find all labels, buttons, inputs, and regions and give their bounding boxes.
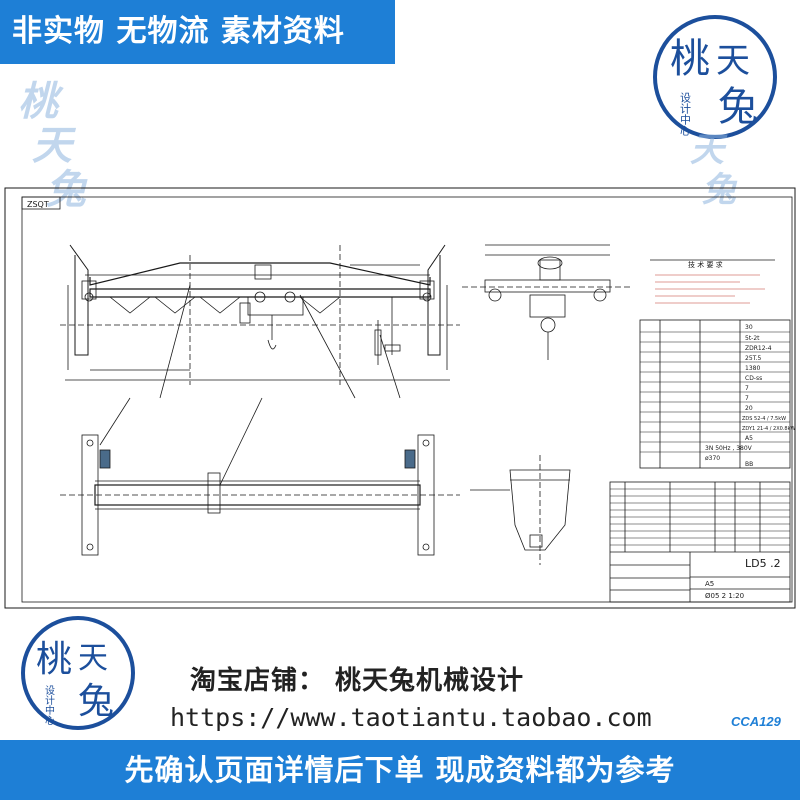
logo-side-char: 兔 bbox=[718, 84, 758, 130]
corner-code: ZSQT bbox=[27, 200, 49, 209]
table-value: 25T.5 bbox=[745, 355, 761, 362]
table-value: 5t-2t bbox=[745, 335, 760, 342]
watermark-left: 桃 天 兔 bbox=[18, 78, 86, 213]
spec-label: A5 bbox=[705, 580, 714, 588]
table-value: ZDY1 21-4 / 2X0.8kW bbox=[742, 426, 795, 432]
svg-text:天: 天 bbox=[78, 641, 108, 676]
table-value: BB bbox=[745, 461, 753, 468]
svg-text:天: 天 bbox=[716, 41, 750, 81]
svg-text:桃: 桃 bbox=[36, 639, 72, 680]
crane-drawing: ZSQT 技 术 要 求 30 5t-2t ZDR12-4 25T.5 1380… bbox=[4, 187, 796, 609]
title-block-code: LD5 .2 bbox=[745, 557, 781, 570]
bottom-banner: 先确认页面详情后下单 现成资料都为参考 bbox=[0, 740, 800, 800]
corner-code-box bbox=[21, 196, 61, 210]
logo-main-char: 桃 bbox=[670, 36, 710, 82]
top-banner: 非实物 无物流 素材资料 bbox=[0, 0, 395, 64]
table-value: CD-ss bbox=[745, 375, 762, 382]
table-value: 20 bbox=[745, 405, 753, 412]
table-value: ZDR12-4 bbox=[745, 345, 772, 352]
logo-vertical-text: 设计中心 bbox=[679, 92, 692, 136]
watermark-right: 天 兔 bbox=[690, 130, 736, 210]
logo-vertical-text-2: 设计中心 bbox=[43, 685, 55, 725]
table-value: 7 bbox=[745, 395, 749, 402]
title-block-misc: Ø05 2 1:20 bbox=[705, 592, 744, 600]
table-value: ZDS 52-4 / 7.5kW bbox=[742, 416, 786, 422]
shop-line: 淘宝店铺： 桃天兔机械设计 bbox=[190, 666, 525, 696]
table-value: 3N 50Hz , 380V bbox=[705, 445, 753, 452]
notes-title: 技 术 要 求 bbox=[688, 260, 723, 269]
logo-top-right: 桃 天 兔 设计中心 bbox=[653, 15, 777, 139]
table-value: 30 bbox=[745, 324, 753, 331]
table-value: 7 bbox=[745, 385, 749, 392]
table-value: A5 bbox=[745, 435, 753, 442]
svg-text:兔: 兔 bbox=[78, 681, 114, 722]
shop-url[interactable]: https://www.taotiantu.taobao.com bbox=[170, 703, 652, 732]
product-code: CCA129 bbox=[731, 714, 781, 729]
logo-bottom-left: 桃 天 兔 设计中心 bbox=[21, 616, 135, 730]
table-value: ø370 bbox=[705, 455, 720, 462]
table-value: 1380 bbox=[745, 365, 760, 372]
